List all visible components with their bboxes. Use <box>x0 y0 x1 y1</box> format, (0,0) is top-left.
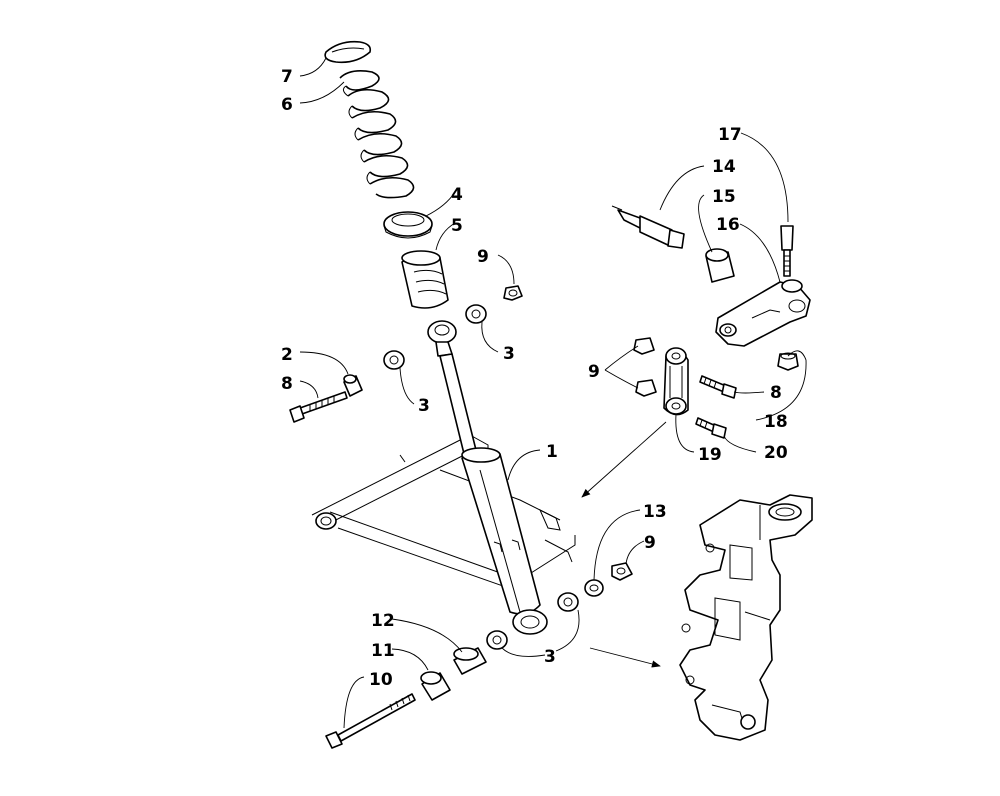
callout-11: 11 <box>371 641 395 661</box>
part-7-spring-retainer <box>324 40 372 64</box>
callout-15: 15 <box>712 187 736 207</box>
callout-labels: 7 6 4 5 9 3 2 8 3 1 12 11 10 3 13 9 17 1… <box>281 67 788 690</box>
part-2-bushing <box>343 374 363 397</box>
part-8-bolt-link <box>699 375 737 399</box>
part-3-washer-upper-right <box>465 304 487 324</box>
part-17-bolt <box>780 225 794 277</box>
part-4-spring-seat <box>383 211 433 239</box>
arrow-to-knuckle <box>589 647 661 668</box>
callout-18: 18 <box>764 412 788 432</box>
callout-13: 13 <box>643 502 667 522</box>
callout-16: 16 <box>716 215 740 235</box>
callout-8-upper: 8 <box>281 374 293 394</box>
part-6-coil-spring <box>339 70 415 199</box>
callout-17: 17 <box>718 125 742 145</box>
part-12-spacer <box>453 647 487 675</box>
part-11-sleeve <box>420 671 451 701</box>
part-9-nut-lower <box>611 562 633 581</box>
callout-14: 14 <box>712 157 736 177</box>
part-19-link <box>663 347 689 416</box>
part-10-long-bolt <box>325 693 416 749</box>
callout-2: 2 <box>281 345 293 365</box>
callout-10: 10 <box>369 670 393 690</box>
part-20-bolt <box>695 417 727 439</box>
part-15-bushing <box>705 248 735 283</box>
callout-8-link: 8 <box>770 383 782 403</box>
callout-20: 20 <box>764 443 788 463</box>
part-9-nut-link-upper <box>633 337 655 355</box>
part-9-nut-link-lower <box>635 379 657 397</box>
part-16-pitman-arm <box>715 279 811 347</box>
part-9-nut-upper <box>503 285 523 301</box>
callout-3-upper-left: 3 <box>418 396 430 416</box>
part-8-bolt-upper <box>289 391 348 423</box>
part-14-tie-rod <box>611 205 685 249</box>
callout-7: 7 <box>281 67 293 87</box>
part-3-washer-lower-left <box>486 630 508 650</box>
part-5-bump-stop <box>401 250 449 309</box>
callout-9-lower: 9 <box>644 533 656 553</box>
arrow-to-a-arm <box>581 421 667 498</box>
callout-3-lower: 3 <box>544 647 556 667</box>
callout-5: 5 <box>451 216 463 236</box>
part-1-shock-absorber <box>427 320 548 635</box>
part-3-washer-lower-right <box>557 592 579 612</box>
callout-12: 12 <box>371 611 395 631</box>
steering-knuckle <box>679 494 813 741</box>
callout-9-upper: 9 <box>477 247 489 267</box>
part-13-spacer <box>584 579 604 597</box>
callout-6: 6 <box>281 95 293 115</box>
callout-3-upper-right: 3 <box>503 344 515 364</box>
callout-4: 4 <box>451 185 463 205</box>
leader-lines <box>299 57 807 729</box>
callout-19: 19 <box>698 445 722 465</box>
part-18-nut <box>777 352 799 371</box>
callout-1: 1 <box>546 442 558 462</box>
part-3-washer-upper-left <box>383 350 405 370</box>
a-arm-frame <box>311 434 576 593</box>
callout-9-link: 9 <box>588 362 600 382</box>
